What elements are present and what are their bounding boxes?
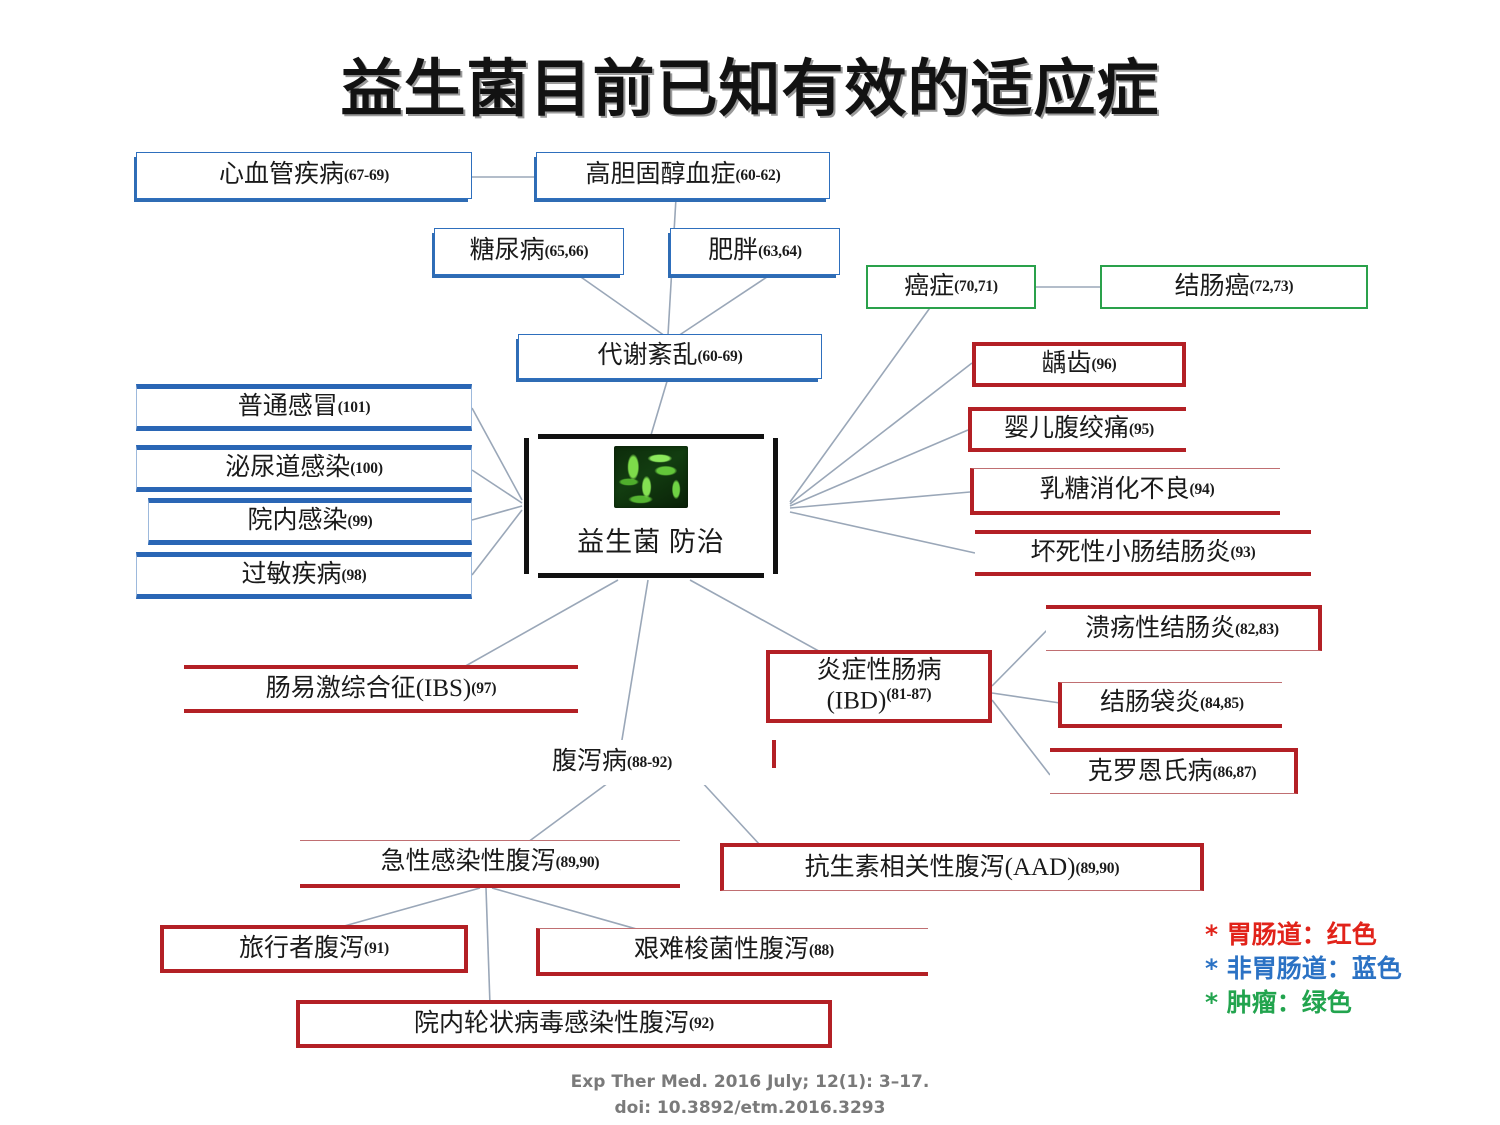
node-diabetes[interactable]: 糖尿病(65,66) [434, 228, 624, 275]
node-label: 急性感染性腹泻 [380, 848, 556, 876]
diarrheal-disease-bracket-tick [772, 740, 776, 768]
node-pouchitis[interactable]: 结肠袋炎(84,85) [1058, 682, 1282, 728]
node-refs: (92) [688, 1015, 715, 1033]
node-refs: (65,66) [544, 242, 589, 260]
node-refs: (95) [1128, 420, 1155, 438]
node-metabolic-disorder[interactable]: 代谢紊乱(60-69) [518, 334, 822, 379]
legend-item-gi: * 胃肠道：红色 [1205, 920, 1377, 949]
node-cancer[interactable]: 癌症(70,71) [866, 265, 1036, 309]
node-label: 炎症性肠病 [816, 657, 942, 685]
node-colon-cancer[interactable]: 结肠癌(72,73) [1100, 265, 1368, 309]
page-title: 益生菌目前已知有效的适应症 [340, 52, 1160, 125]
node-refs: (94) [1189, 481, 1215, 499]
node-refs: (70,71) [954, 278, 998, 296]
node-label: 腹泻病 [552, 748, 628, 776]
node-refs: (96) [1091, 355, 1117, 373]
node-label: 乳糖消化不良 [1039, 475, 1190, 503]
node-label: 肥胖 [708, 237, 759, 265]
legend-item-non-gi: * 非胃肠道：蓝色 [1205, 953, 1402, 983]
legend: * 胃肠道：红色 * 非胃肠道：蓝色 * 肿瘤：绿色 [1205, 918, 1485, 1019]
node-diarrheal-disease[interactable]: 腹泻病(88-92) [540, 740, 788, 785]
bacteria-icon [614, 446, 688, 508]
node-label: 癌症 [904, 272, 955, 300]
center-node-label: 益生菌 防治 [577, 527, 725, 557]
center-frame-bottom [538, 573, 764, 578]
center-node-content: 益生菌 防治 [529, 439, 773, 573]
center-frame-right [773, 438, 778, 574]
node-label: 婴儿腹绞痛 [1003, 415, 1129, 443]
node-label: 心血管疾病 [218, 161, 344, 189]
node-refs: (93) [1230, 544, 1256, 562]
node-refs: (60-69) [697, 347, 743, 365]
node-dental-caries[interactable]: 龋齿(96) [972, 342, 1186, 387]
node-refs: (84,85) [1200, 694, 1244, 712]
node-refs: (99) [347, 512, 373, 530]
node-refs: (88) [808, 941, 835, 959]
node-refs: (97) [471, 680, 497, 698]
node-common-cold[interactable]: 普通感冒(101) [136, 384, 472, 431]
node-acute-infectious-diarrhea[interactable]: 急性感染性腹泻(89,90) [300, 840, 680, 888]
node-irritable-bowel-syndrome[interactable]: 肠易激综合征(IBS)(97) [184, 665, 578, 713]
node-ulcerative-colitis[interactable]: 溃疡性结肠炎(82,83) [1046, 605, 1322, 651]
node-allergic-disease[interactable]: 过敏疾病(98) [136, 552, 472, 599]
node-label: 代谢紊乱 [597, 342, 698, 370]
node-label: 艰难梭菌性腹泻 [633, 936, 809, 964]
node-label: 龋齿 [1041, 350, 1092, 378]
node-refs: (101) [337, 398, 371, 416]
node-label: 泌尿道感染 [225, 454, 351, 482]
node-label: 结肠袋炎 [1100, 689, 1201, 717]
node-label: 院内轮状病毒感染性腹泻 [413, 1009, 689, 1037]
node-refs: (63,64) [758, 242, 802, 260]
node-nosocomial-infection[interactable]: 院内感染(99) [148, 498, 472, 545]
node-hypercholesterolemia[interactable]: 高胆固醇血症(60-62) [536, 152, 830, 199]
node-infant-colic[interactable]: 婴儿腹绞痛(95) [968, 407, 1186, 452]
node-label: 抗生素相关性腹泻(AAD) [804, 854, 1076, 882]
node-label: 克罗恩氏病 [1087, 758, 1213, 786]
node-necrotizing-enterocolitis[interactable]: 坏死性小肠结肠炎(93) [975, 530, 1311, 576]
node-refs: (91) [363, 940, 390, 958]
node-refs: (89,90) [1075, 859, 1120, 877]
node-refs: (98) [341, 566, 367, 584]
node-lactose-maldigestion[interactable]: 乳糖消化不良(94) [970, 468, 1280, 515]
node-label: 坏死性小肠结肠炎 [1030, 538, 1231, 566]
citation: Exp Ther Med. 2016 July; 12(1): 3–17. do… [0, 1070, 1500, 1121]
node-crohns-disease[interactable]: 克罗恩氏病(86,87) [1050, 748, 1298, 794]
node-label: 糖尿病 [469, 237, 545, 265]
node-refs: (81-87) [886, 685, 932, 703]
node-refs: (60-62) [735, 166, 781, 184]
node-urinary-tract-infection[interactable]: 泌尿道感染(100) [136, 445, 472, 492]
node-refs: (67-69) [343, 166, 390, 184]
center-frame-top [538, 434, 764, 439]
node-label: 高胆固醇血症 [585, 161, 736, 189]
node-label: 溃疡性结肠炎 [1085, 615, 1236, 643]
node-label: 院内感染 [247, 507, 348, 535]
node-cardiovascular-disease[interactable]: 心血管疾病(67-69) [136, 152, 472, 199]
center-node-probiotics[interactable]: 益生菌 防治 [524, 434, 778, 578]
center-frame-left [524, 438, 529, 574]
node-travelers-diarrhea[interactable]: 旅行者腹泻(91) [160, 925, 468, 973]
node-clostridium-difficile-diarrhea[interactable]: 艰难梭菌性腹泻(88) [536, 928, 928, 976]
node-refs: (86,87) [1212, 763, 1257, 781]
legend-item-tumor: * 肿瘤：绿色 [1205, 987, 1352, 1017]
node-refs: (88-92) [627, 753, 673, 771]
node-label: 普通感冒 [237, 393, 338, 421]
node-antibiotic-associated-diarrhea[interactable]: 抗生素相关性腹泻(AAD)(89,90) [720, 843, 1204, 891]
node-refs: (82,83) [1235, 620, 1279, 638]
node-inflammatory-bowel-disease[interactable]: 炎症性肠病 (IBD)(81-87) [766, 650, 992, 723]
citation-line-1: Exp Ther Med. 2016 July; 12(1): 3–17. [570, 1072, 930, 1092]
node-label: 过敏疾病 [241, 561, 342, 589]
node-label-line2: (IBD)(81-87) [826, 685, 932, 715]
node-label: 旅行者腹泻 [238, 934, 364, 962]
citation-line-2: doi: 10.3892/etm.2016.3293 [614, 1097, 886, 1118]
node-label: 结肠癌 [1174, 272, 1250, 300]
node-label: 肠易激综合征(IBS) [265, 674, 472, 702]
node-refs: (72,73) [1249, 278, 1294, 296]
node-obesity[interactable]: 肥胖(63,64) [670, 228, 840, 275]
node-refs: (89,90) [555, 853, 600, 871]
node-nosocomial-rotavirus-diarrhea[interactable]: 院内轮状病毒感染性腹泻(92) [296, 1000, 832, 1048]
node-refs: (100) [350, 459, 383, 477]
